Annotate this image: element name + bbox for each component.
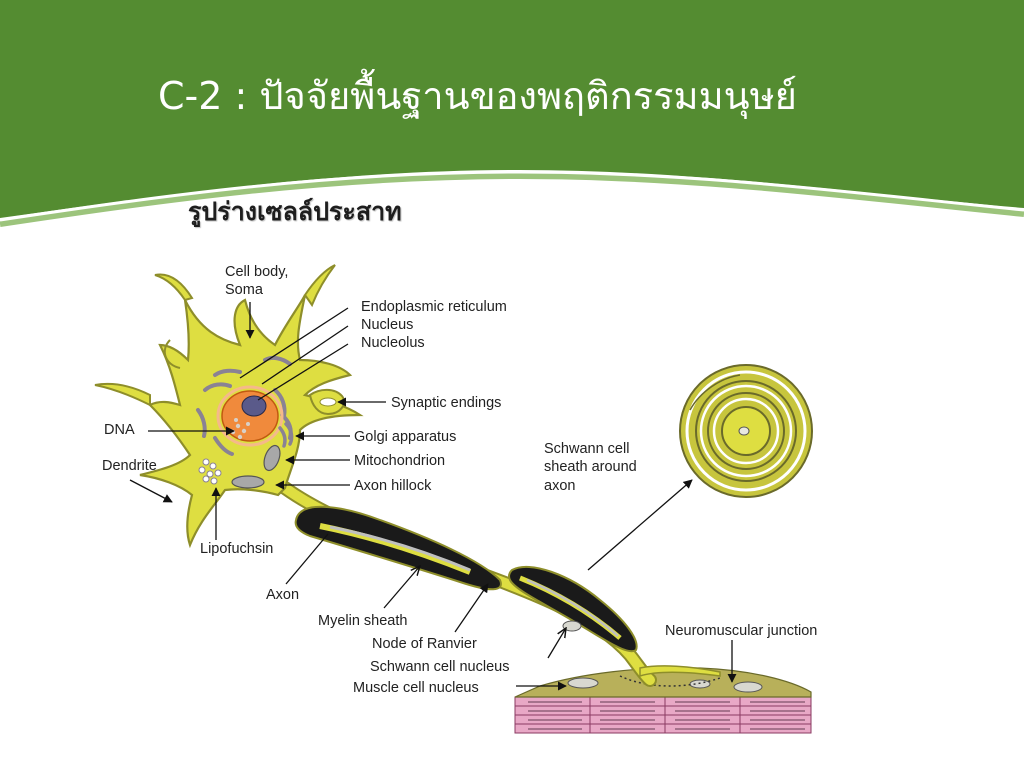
header-banner [0, 0, 1024, 227]
arrow-node-of-ranvier [454, 583, 489, 633]
lipofuchsin-granules [198, 458, 222, 485]
label-neuromuscular-junction: Neuromuscular junction [665, 623, 817, 639]
line-endoplasmic-reticulum [239, 307, 349, 379]
line-axon [285, 533, 329, 585]
junction-folds [619, 675, 721, 687]
muscle-fiber [514, 667, 812, 734]
arrow-schwann-nucleus [547, 628, 566, 659]
line-nucleus [261, 325, 349, 385]
muscle-fine-striations [528, 701, 805, 730]
dendrite-branch-left [94, 382, 151, 407]
label-schwann-sheath-line-1: Schwann cell [544, 441, 629, 457]
schwann-sheath-spiral [679, 364, 813, 498]
label-nucleus: Nucleus [361, 317, 413, 333]
label-golgi-apparatus: Golgi apparatus [354, 429, 456, 445]
diagram-labels: Cell body, Soma Endoplasmic reticulum Nu… [102, 264, 817, 696]
synaptic-vesicle [319, 397, 337, 407]
muscle-striations [515, 697, 811, 733]
arrow-dendrite [129, 479, 173, 503]
myelin-segment-2 [507, 565, 638, 653]
pointer-lines [129, 302, 737, 691]
schwann-nucleus-shape [562, 620, 582, 632]
nucleus-halo [216, 385, 284, 447]
dendrite-branch-top [154, 273, 194, 302]
dendrite-branch-right [303, 264, 336, 308]
nucleolus-shape [241, 395, 267, 417]
label-schwann-sheath-line-2: sheath around [544, 459, 637, 475]
diagram-subtitle: รูปร่างเซลล์ประสาท [188, 197, 402, 226]
label-myelin-sheath: Myelin sheath [318, 613, 407, 629]
axon-terminal [639, 665, 721, 678]
slide-title: C-2 : ปัจจัยพื้นฐานของพฤติกรรมมนุษย์ [158, 74, 797, 118]
dendrite-loop [163, 339, 181, 369]
header-wave-line [0, 172, 1024, 227]
label-dna: DNA [104, 422, 135, 438]
label-lipofuchsin: Lipofuchsin [200, 541, 273, 557]
label-muscle-cell-nucleus: Muscle cell nucleus [353, 680, 479, 696]
neuron-soma [94, 264, 364, 549]
golgi-shape [278, 422, 294, 448]
label-cell-body: Cell body, [225, 264, 288, 280]
arrow-myelin-sheath [383, 566, 420, 609]
header-wave-line-white [0, 170, 1024, 222]
muscle-nucleus-1 [567, 677, 599, 689]
muscle-nucleus-2 [733, 681, 763, 693]
mitochondrion-shape-2 [231, 475, 265, 489]
label-dendrite: Dendrite [102, 458, 157, 474]
myelin-segment-1 [294, 505, 502, 591]
line-nucleolus [257, 343, 349, 401]
label-soma: Soma [225, 282, 264, 298]
label-node-of-ranvier: Node of Ranvier [372, 636, 477, 652]
label-axon-hillock: Axon hillock [354, 478, 432, 494]
label-endoplasmic-reticulum: Endoplasmic reticulum [361, 299, 507, 315]
label-schwann-cell-nucleus: Schwann cell nucleus [370, 659, 509, 675]
label-synaptic-endings: Synaptic endings [391, 395, 501, 411]
muscle-nucleus-3 [689, 679, 711, 689]
label-schwann-sheath-line-3: axon [544, 478, 575, 494]
mitochondrion-shape-1 [263, 444, 281, 472]
header-green-area [0, 0, 1024, 218]
label-nucleolus: Nucleolus [361, 335, 425, 351]
arrow-schwann-sheath [587, 479, 693, 571]
label-axon: Axon [266, 587, 299, 603]
label-mitochondrion: Mitochondrion [354, 453, 445, 469]
